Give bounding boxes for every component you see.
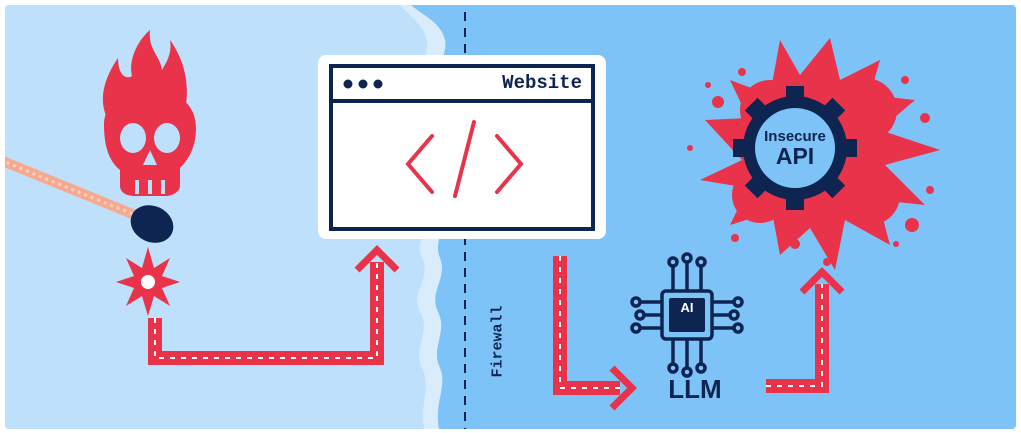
llm-label: LLM xyxy=(668,374,722,404)
code-brackets-icon xyxy=(405,120,524,198)
three-dots-icon xyxy=(343,79,383,89)
flaming-skull-icon xyxy=(102,30,196,196)
arrow-llm-to-api xyxy=(766,267,845,393)
match-icon xyxy=(5,155,174,243)
website-window xyxy=(318,55,606,239)
spark-icon xyxy=(116,247,180,316)
arrow-spark-to-website xyxy=(148,245,400,365)
gear-icon xyxy=(733,86,857,210)
website-title: Website xyxy=(502,72,582,94)
ai-chip-icon xyxy=(630,252,744,378)
arrow-website-to-llm xyxy=(553,256,637,411)
ai-chip-label: AI xyxy=(680,300,694,315)
insecure-label: Insecure xyxy=(764,128,826,145)
firewall-label: Firewall xyxy=(489,305,507,378)
api-label: API xyxy=(775,143,815,169)
